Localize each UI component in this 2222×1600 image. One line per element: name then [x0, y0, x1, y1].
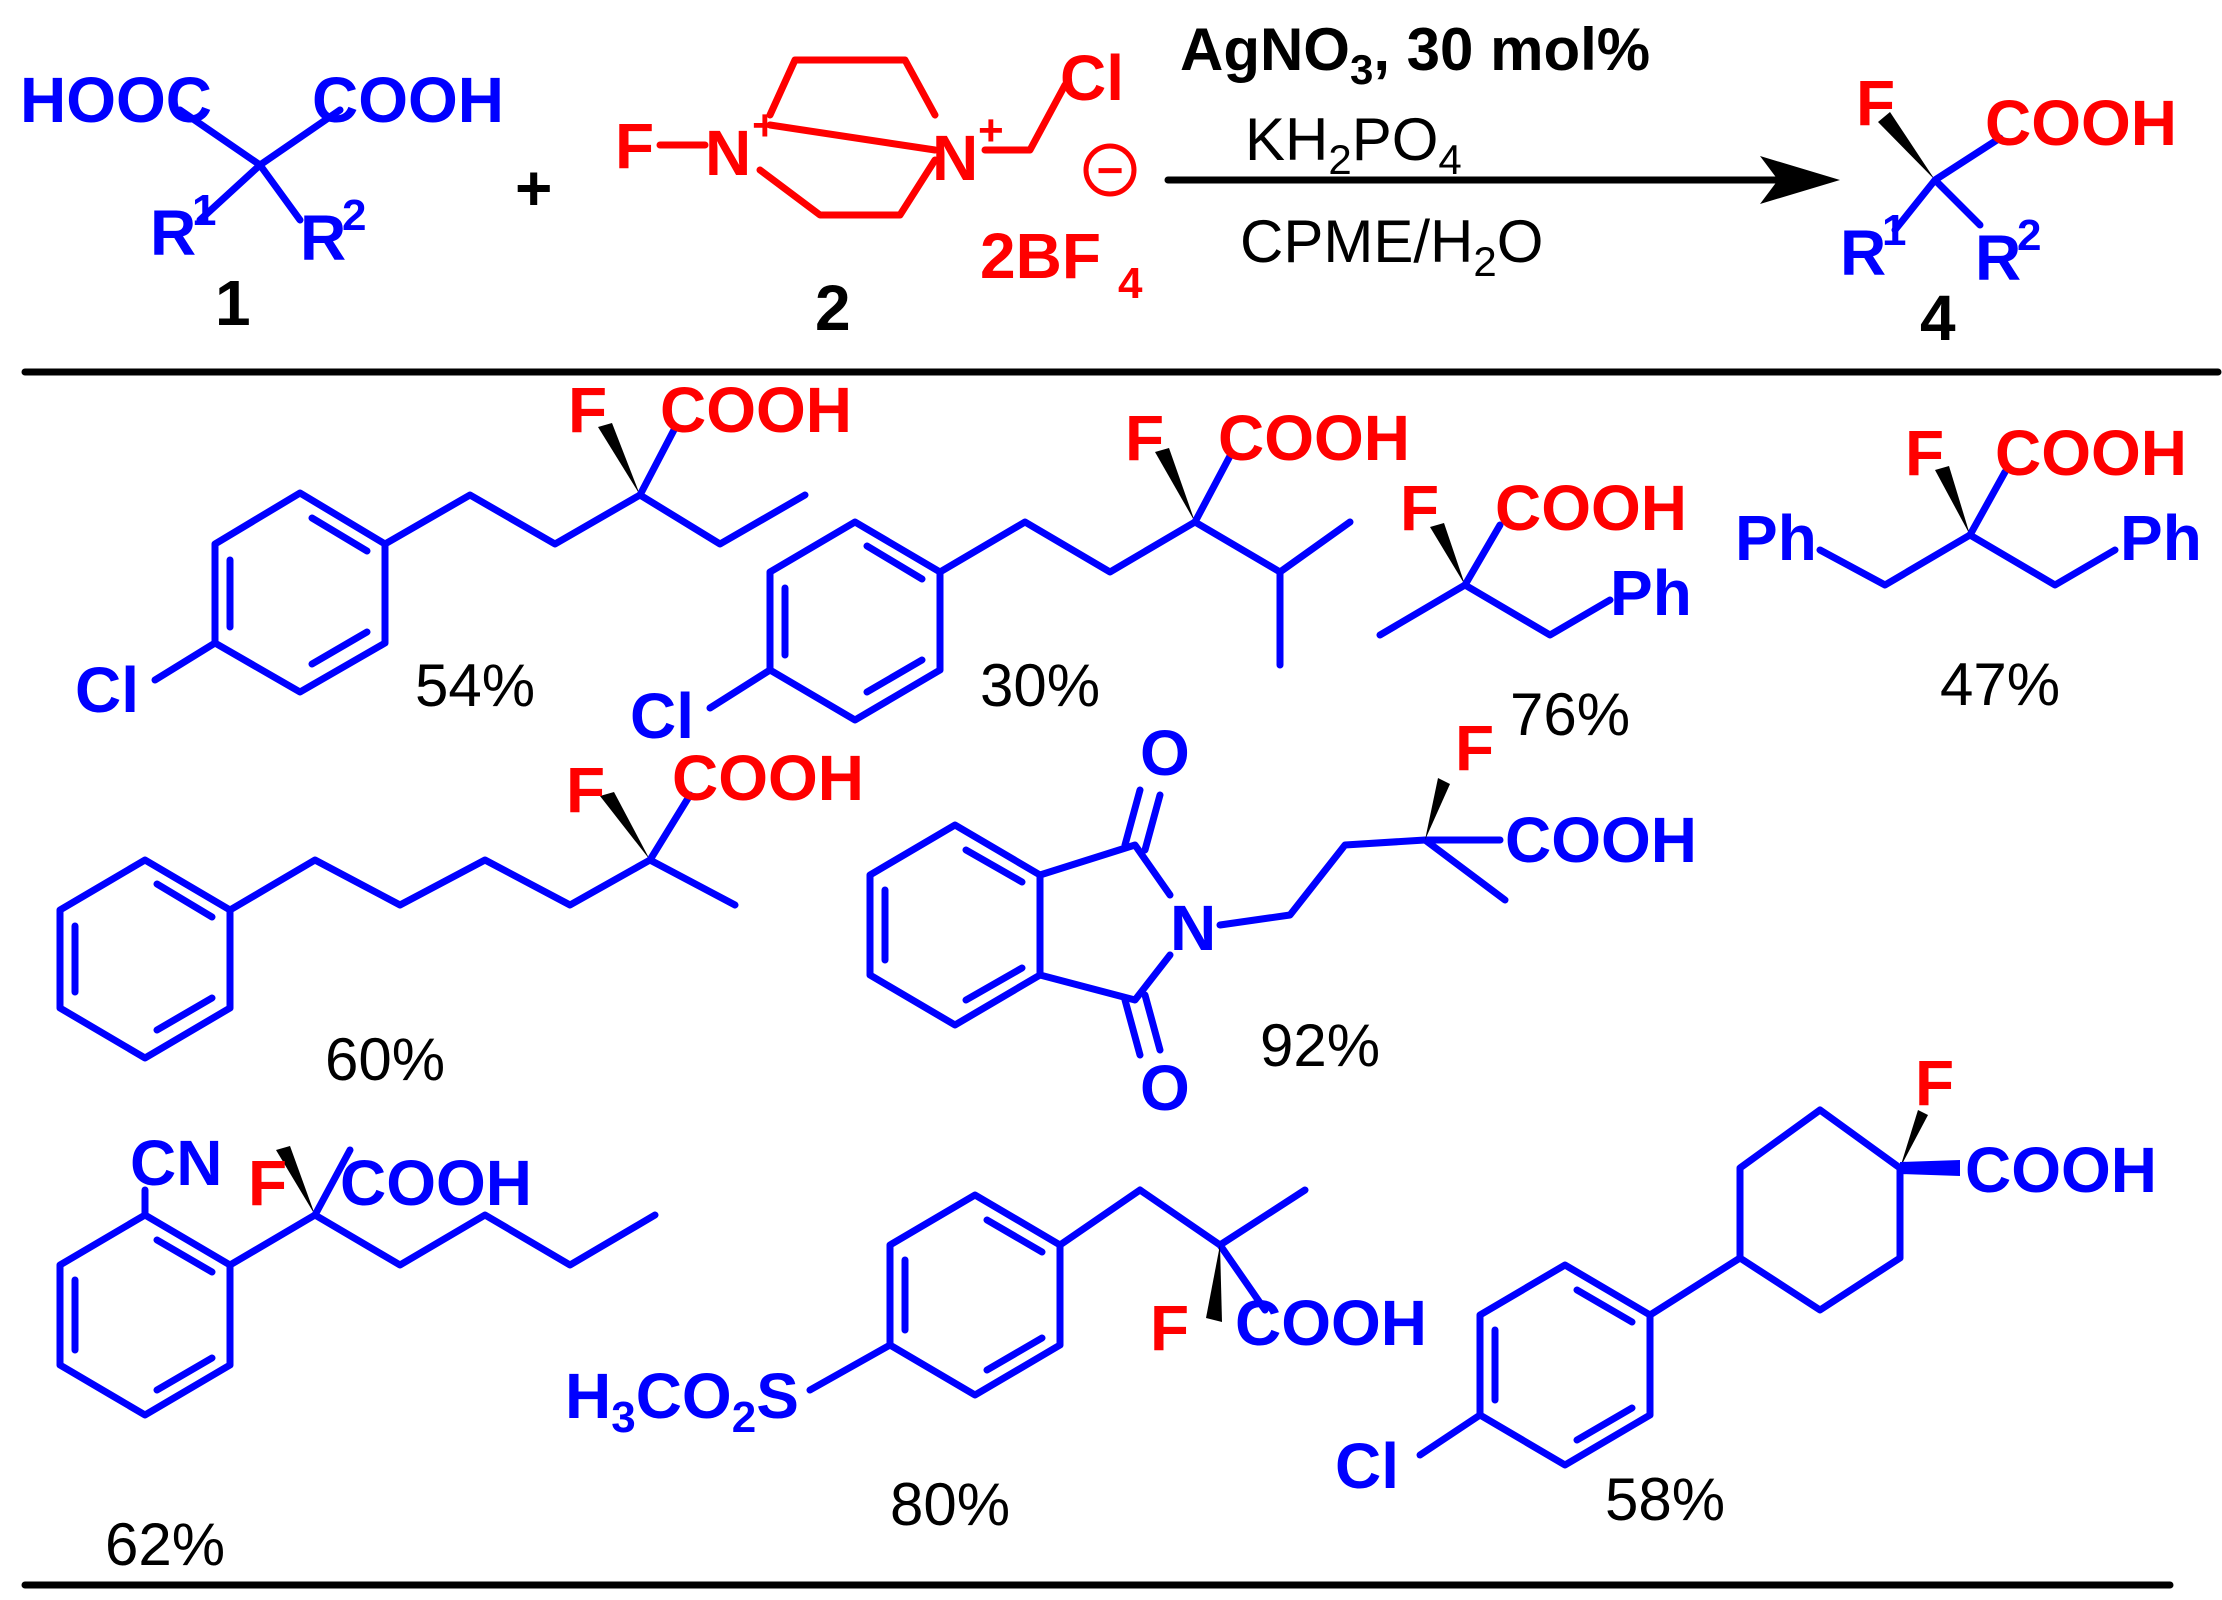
product-92-n: N [1170, 892, 1216, 964]
product-58-yield: 58% [1605, 1466, 1725, 1533]
product-4-r2: R [1975, 222, 2021, 294]
product-58-cooh: COOH [1965, 1134, 2157, 1206]
product-30-cooh: COOH [1218, 402, 1410, 474]
reagent-2-label: 2 [815, 272, 851, 344]
product-80-yield: 80% [890, 1471, 1010, 1538]
reagent-2-n-right: N [932, 122, 978, 194]
product-54-yield: 54% [415, 652, 535, 719]
product-80-h3co2s: H3CO2S [565, 1360, 799, 1442]
reactant-1: HOOC COOH R 1 R 2 1 [20, 64, 504, 339]
product-92-yield: 92% [1260, 1012, 1380, 1079]
reactant-1-r1: R [150, 197, 196, 269]
reagent-2-counter-ion: 2BF [980, 220, 1101, 292]
product-4-r1: R [1840, 217, 1886, 289]
product-60-cooh: COOH [672, 742, 864, 814]
product-47-yield: 47% [1940, 651, 2060, 718]
product-4-f: F [1856, 67, 1895, 139]
reagent-2-f: F [615, 110, 654, 182]
product-80-cooh: COOH [1235, 1287, 1427, 1359]
product-47-ph-left: Ph [1735, 502, 1817, 574]
product-62-yield: 62% [105, 1511, 225, 1578]
reaction-conditions: AgNO3, 30 mol% KH2PO4 CPME/H2O [1164, 16, 1840, 285]
reagent-2-n-left-charge: + [752, 101, 778, 150]
plus-sign: + [515, 152, 552, 224]
condition-solvent: CPME/H2O [1240, 208, 1543, 285]
product-92: O O N F COOH 92% [866, 712, 1697, 1124]
product-76-cooh: COOH [1495, 472, 1687, 544]
reactant-1-r2: R [300, 202, 346, 274]
product-58-cl: Cl [1335, 1430, 1399, 1502]
product-92-o-top: O [1140, 717, 1190, 789]
product-47-f: F [1905, 417, 1944, 489]
reactant-1-cooh: COOH [312, 64, 504, 136]
reactant-1-r2-sup: 2 [342, 191, 366, 240]
product-58-f: F [1915, 1047, 1954, 1119]
product-62: CN F COOH 62% [56, 1127, 659, 1578]
reagent-2-counter-ion-sub: 4 [1118, 259, 1143, 308]
product-62-cooh: COOH [340, 1147, 532, 1219]
negative-charge-circle [1083, 143, 1137, 197]
condition-catalyst: AgNO3, 30 mol% [1180, 16, 1650, 93]
product-80-f: F [1150, 1292, 1189, 1364]
product-76-yield: 76% [1510, 681, 1630, 748]
reagent-2-minus: − [1097, 144, 1124, 196]
product-47: Ph Ph F COOH 47% [1735, 417, 2202, 718]
product-30-yield: 30% [980, 652, 1100, 719]
product-4-r1-sup: 1 [1882, 206, 1906, 255]
product-54-cl: Cl [75, 654, 139, 726]
product-60-yield: 60% [325, 1026, 445, 1093]
reagent-2-n-right-charge: + [978, 106, 1004, 155]
reaction-arrow-head [1760, 156, 1840, 204]
product-60: F COOH 60% [56, 742, 864, 1093]
product-60-f: F [566, 754, 605, 826]
product-4-cooh: COOH [1985, 87, 2177, 159]
product-92-cooh: COOH [1505, 804, 1697, 876]
product-58: Cl F COOH 58% [1335, 1047, 2157, 1533]
product-54: Cl F COOH 54% [75, 374, 852, 726]
product-76-ph: Ph [1610, 557, 1692, 629]
reagent-2-selectfluor: F N + N + Cl − 2BF 4 2 [615, 42, 1143, 344]
product-4-r2-sup: 2 [2017, 211, 2041, 260]
condition-base: KH2PO4 [1245, 106, 1462, 183]
reactant-1-label: 1 [215, 267, 251, 339]
product-4-label: 4 [1920, 282, 1956, 354]
product-80: H3CO2S F COOH 80% [565, 1186, 1427, 1538]
reactant-1-r1-sup: 1 [192, 186, 216, 235]
product-47-cooh: COOH [1995, 417, 2187, 489]
reagent-2-cl: Cl [1060, 42, 1124, 114]
product-4: F COOH R 1 R 2 4 [1840, 67, 2177, 354]
product-54-cooh: COOH [660, 374, 852, 446]
product-30-cl: Cl [630, 680, 694, 752]
product-30: Cl F COOH 30% [630, 402, 1410, 752]
product-92-f: F [1455, 712, 1494, 784]
product-62-cn: CN [130, 1127, 222, 1199]
product-47-ph-right: Ph [2120, 502, 2202, 574]
product-92-o-bottom: O [1140, 1052, 1190, 1124]
product-54-f: F [568, 374, 607, 446]
product-76-f: F [1400, 472, 1439, 544]
reactant-1-hooc: HOOC [20, 64, 212, 136]
reagent-2-n-left: N [705, 117, 751, 189]
product-30-f: F [1125, 402, 1164, 474]
product-62-f: F [248, 1147, 287, 1219]
product-76: F COOH Ph 76% [1376, 472, 1692, 748]
